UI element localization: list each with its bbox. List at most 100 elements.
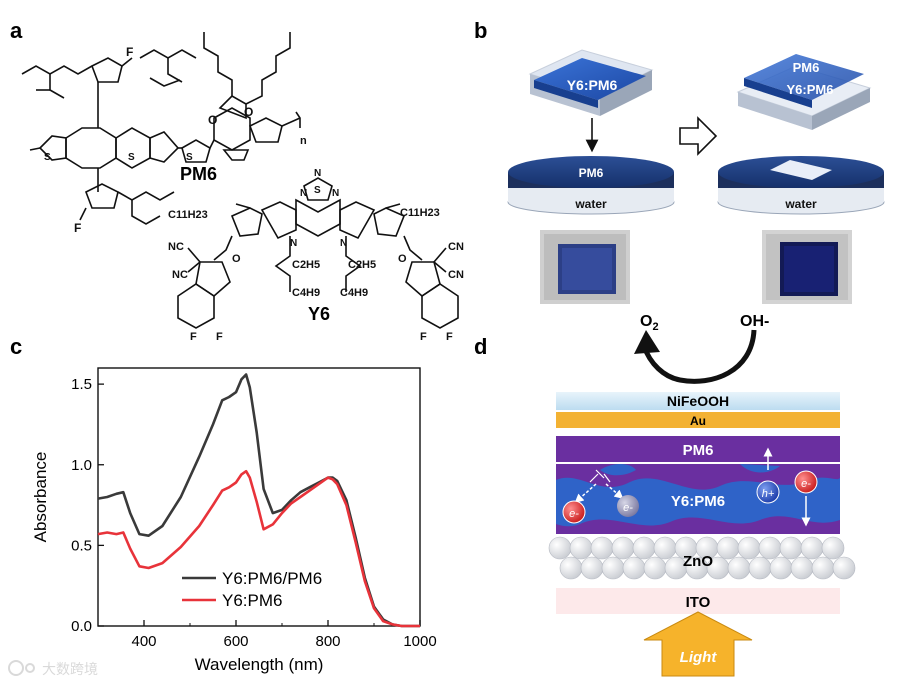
x-axis-label: Wavelength (nm) — [195, 655, 324, 674]
nifeooh-label: NiFeOOH — [667, 393, 729, 409]
svg-text:F: F — [420, 331, 427, 343]
hole-label: h+ — [762, 488, 775, 500]
zno-sphere — [779, 536, 803, 560]
panel-letter-d: d — [474, 334, 487, 359]
right-dish: water — [717, 156, 885, 215]
zno-sphere — [548, 536, 572, 560]
right-film-top-label: PM6 — [793, 60, 820, 75]
svg-text:S: S — [314, 185, 321, 196]
transfer-arrow — [679, 116, 718, 156]
watermark-text: 大数跨境 — [42, 661, 98, 677]
zno-sphere — [727, 556, 751, 580]
au-layer — [556, 412, 840, 428]
electron-label-2: e- — [623, 502, 633, 514]
zno-sphere — [611, 536, 635, 560]
zno-sphere — [821, 536, 845, 560]
y-tick-label: 1.5 — [71, 376, 92, 393]
svg-text:C11H23: C11H23 — [400, 207, 440, 219]
svg-text:F: F — [190, 331, 197, 343]
svg-text:N: N — [340, 238, 347, 249]
svg-text:N: N — [290, 238, 297, 249]
svg-text:CN: CN — [448, 241, 464, 253]
electron-label-3: e- — [801, 478, 811, 490]
zno-sphere — [632, 536, 656, 560]
light-label: Light — [680, 649, 718, 666]
svg-text:n: n — [300, 135, 307, 147]
panel-letter-c: c — [10, 334, 22, 359]
svg-text:S: S — [186, 152, 193, 163]
svg-text:F: F — [446, 331, 453, 343]
svg-text:CN: CN — [448, 269, 464, 281]
nifeooh-layer — [556, 392, 840, 410]
svg-text:O: O — [398, 253, 407, 265]
zno-layer — [548, 536, 856, 580]
pm6-structure — [21, 32, 301, 225]
charge-carriers: e- e- h+ e- — [562, 447, 818, 527]
svg-text:C2H5: C2H5 — [348, 259, 376, 271]
svg-text:C4H9: C4H9 — [292, 287, 320, 299]
zno-sphere — [601, 556, 625, 580]
ito-label: ITO — [686, 594, 711, 611]
y6-atom-labels: N N N S N N C11H23 C11H23 C2H5 C2H5 C4H9… — [168, 168, 464, 343]
svg-text:F: F — [74, 221, 81, 235]
left-water-label: water — [574, 197, 607, 211]
catalysis-arrowhead — [634, 330, 660, 354]
x-tick-label: 1000 — [403, 633, 436, 650]
light-arrow — [643, 611, 753, 677]
svg-text:S: S — [128, 152, 135, 163]
panel-letter-a: a — [10, 18, 23, 43]
zno-sphere — [769, 556, 793, 580]
plot-frame — [97, 367, 421, 627]
svg-text:NC: NC — [168, 241, 184, 253]
zno-sphere — [790, 556, 814, 580]
zno-sphere — [832, 556, 856, 580]
legend-label: Y6:PM6/PM6 — [222, 569, 322, 588]
right-photo — [762, 230, 852, 304]
electron-label-1: e- — [569, 508, 579, 520]
zno-sphere — [653, 536, 677, 560]
svg-text:O: O — [208, 113, 217, 127]
svg-text:F: F — [126, 45, 133, 59]
svg-text:N: N — [314, 168, 321, 179]
x-tick-label: 800 — [315, 633, 340, 650]
svg-text:C4H9: C4H9 — [340, 287, 368, 299]
left-photo — [540, 230, 630, 304]
svg-text:O: O — [232, 253, 241, 265]
series-lines — [97, 373, 420, 628]
svg-text:O: O — [244, 105, 253, 119]
zno-sphere — [716, 536, 740, 560]
zno-sphere — [758, 536, 782, 560]
ito-layer — [556, 588, 840, 614]
y6-structure — [177, 177, 459, 329]
blend-layer — [556, 464, 840, 534]
zno-sphere — [737, 536, 761, 560]
o2-label: O2 — [640, 313, 659, 333]
y-tick-label: 0.5 — [71, 537, 92, 554]
y-tick-label: 0.0 — [71, 618, 92, 635]
left-film-label: Y6:PM6 — [567, 77, 618, 93]
panel-letter-b: b — [474, 18, 487, 43]
zno-sphere — [800, 536, 824, 560]
svg-text:C11H23: C11H23 — [168, 209, 208, 221]
right-water-label: water — [784, 197, 817, 211]
zno-sphere — [811, 556, 835, 580]
svg-text:S: S — [44, 152, 51, 163]
svg-text:N: N — [332, 188, 339, 199]
zno-sphere — [559, 556, 583, 580]
oh-label: OH- — [740, 313, 769, 330]
zno-sphere — [748, 556, 772, 580]
pm6-atom-labels: F F O O n S S S — [44, 45, 307, 235]
svg-text:NC: NC — [172, 269, 188, 281]
zno-sphere — [569, 536, 593, 560]
right-film: PM6 Y6:PM6 — [736, 54, 872, 130]
pm6-label: PM6 — [180, 164, 217, 184]
series-line-y6-pm6 — [97, 469, 420, 628]
right-film-bottom-label: Y6:PM6 — [787, 82, 834, 97]
left-film: Y6:PM6 — [528, 49, 654, 116]
svg-text:C2H5: C2H5 — [292, 259, 320, 271]
y-axis-label: Absorbance — [31, 452, 50, 543]
